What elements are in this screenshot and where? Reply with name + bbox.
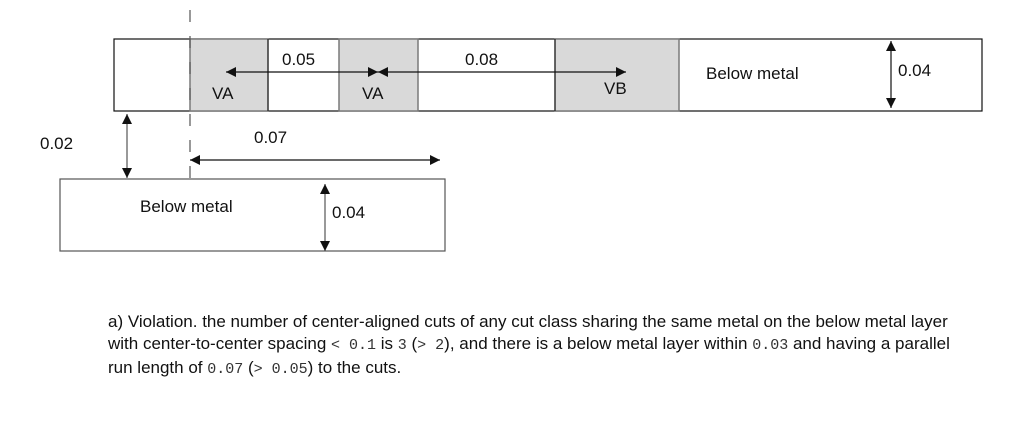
caption-text: ( [406, 334, 418, 353]
caption-code: > 0.05 [253, 361, 308, 378]
metal-gap-label: 0.02 [40, 134, 73, 153]
caption-code: 0.07 [207, 361, 244, 378]
top-metal-width-label: 0.04 [898, 61, 931, 80]
caption-text: ) to the cuts. [307, 358, 402, 377]
cut-label: VA [362, 84, 384, 103]
cut-label: VB [604, 79, 627, 98]
bottom-below-metal [59, 178, 446, 252]
spacing-label-va-vb: 0.08 [465, 50, 498, 69]
bottom-metal-label: Below metal [140, 197, 233, 216]
caption-text: and having a parallel run length of [108, 334, 950, 377]
caption-code: 0.03 [752, 337, 789, 354]
caption-text: ( [243, 358, 254, 377]
caption-text: a) Violation. the number of center-align… [108, 312, 948, 353]
caption-text: is [376, 334, 398, 353]
prl-label: 0.07 [254, 128, 287, 147]
top-metal-label: Below metal [706, 64, 799, 83]
bottom-metal-width-label: 0.04 [332, 203, 365, 222]
figure-caption: a) Violation. the number of center-align… [108, 311, 968, 381]
via-rule-diagram: VA VA VB 0.05 0.08 Below metal 0.04 0.02… [40, 10, 983, 252]
cut-vb [554, 38, 680, 112]
cut-label: VA [212, 84, 234, 103]
spacing-label-va-va: 0.05 [282, 50, 315, 69]
caption-code: 3 [397, 337, 407, 354]
caption-text: ), and there is a below metal layer with… [444, 334, 753, 353]
caption-code: < 0.1 [331, 337, 377, 354]
caption-code: > 2 [417, 337, 445, 354]
